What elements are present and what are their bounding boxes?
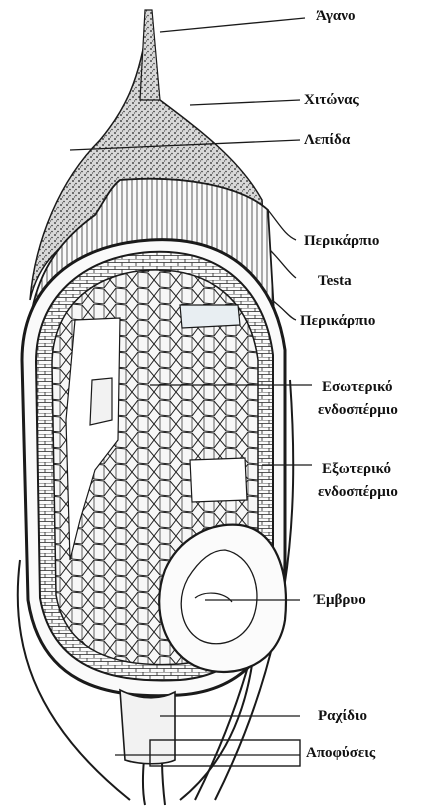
label-hull: Χιτώνας [304, 92, 359, 109]
label-rachilla: Ραχίδιο [318, 708, 367, 725]
label-pericarp-top: Περικάρπιο [304, 233, 379, 250]
label-testa: Testa [318, 273, 352, 290]
label-outer-endosperm-2: ενδοσπέρμιο [318, 483, 398, 502]
label-awn: Άγανο [316, 8, 355, 25]
rachilla-base [120, 690, 175, 764]
label-embryo: Έμβρυο [314, 592, 366, 609]
label-inner-endosperm-2: ενδοσπέρμιο [318, 401, 398, 420]
label-lemma: Λεπίδα [304, 132, 350, 149]
label-outer-endosperm-1: Εξωτερικό [322, 460, 391, 479]
label-inner-endosperm-1: Εσωτερικό [322, 378, 393, 397]
label-pericarp-mid: Περικάρπιο [300, 313, 375, 330]
awn-tip [140, 10, 160, 100]
label-appendages: Αποφύσεις [306, 745, 375, 762]
